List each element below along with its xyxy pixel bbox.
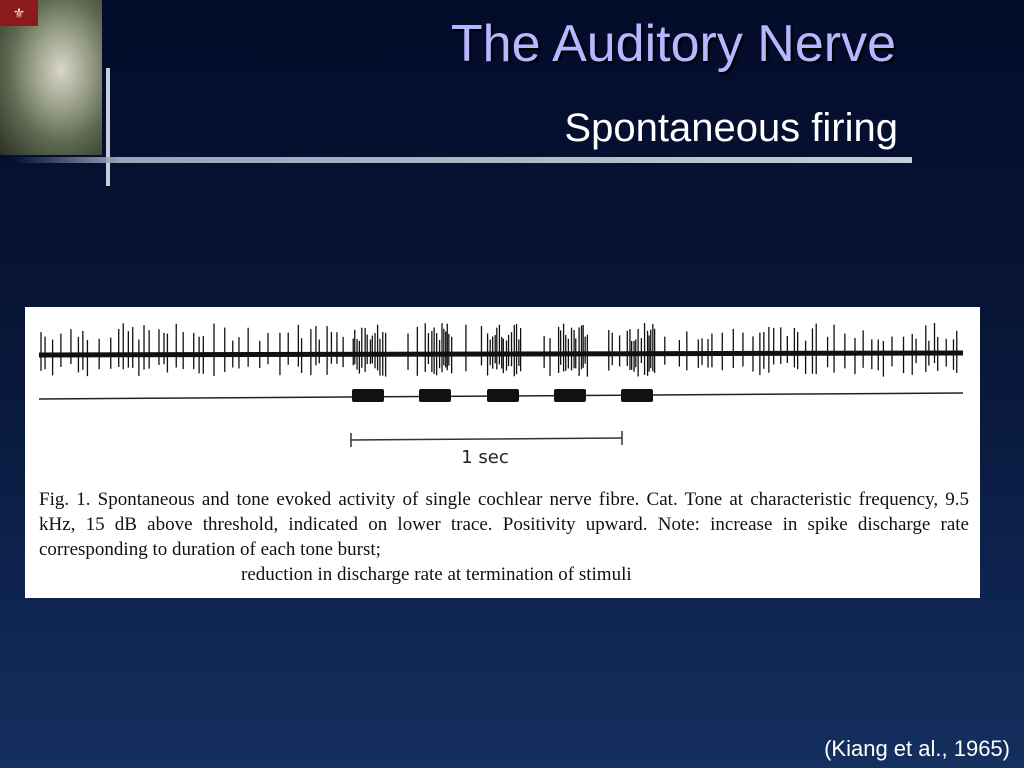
tone-burst-marker (487, 389, 519, 402)
caption-text: Fig. 1. Spontaneous and tone evoked acti… (39, 489, 969, 560)
citation: (Kiang et al., 1965) (824, 736, 1010, 761)
scale-bar (350, 437, 623, 441)
spike-trace-baseline (38, 350, 964, 358)
spike-recording-figure: 1 sec Fig. 1. Spontaneous and tone evoke… (25, 307, 980, 598)
university-crest-icon: ⚜ (0, 0, 38, 26)
tone-burst-marker (419, 389, 451, 402)
caption-last-line: reduction in discharge rate at terminati… (241, 564, 632, 585)
tone-burst-marker (554, 389, 586, 402)
cochlea-image: ⚜ (0, 0, 102, 155)
scale-bar-label: 1 sec (461, 447, 509, 468)
slide-title: The Auditory Nerve (450, 15, 896, 73)
tone-burst-marker (352, 389, 384, 402)
figure-caption: Fig. 1. Spontaneous and tone evoked acti… (39, 487, 969, 587)
slide-subtitle: Spontaneous firing (564, 106, 898, 150)
title-divider (14, 157, 912, 163)
tone-burst-marker (621, 389, 653, 402)
spike-trace-plot (38, 323, 964, 447)
vertical-divider (106, 68, 110, 186)
